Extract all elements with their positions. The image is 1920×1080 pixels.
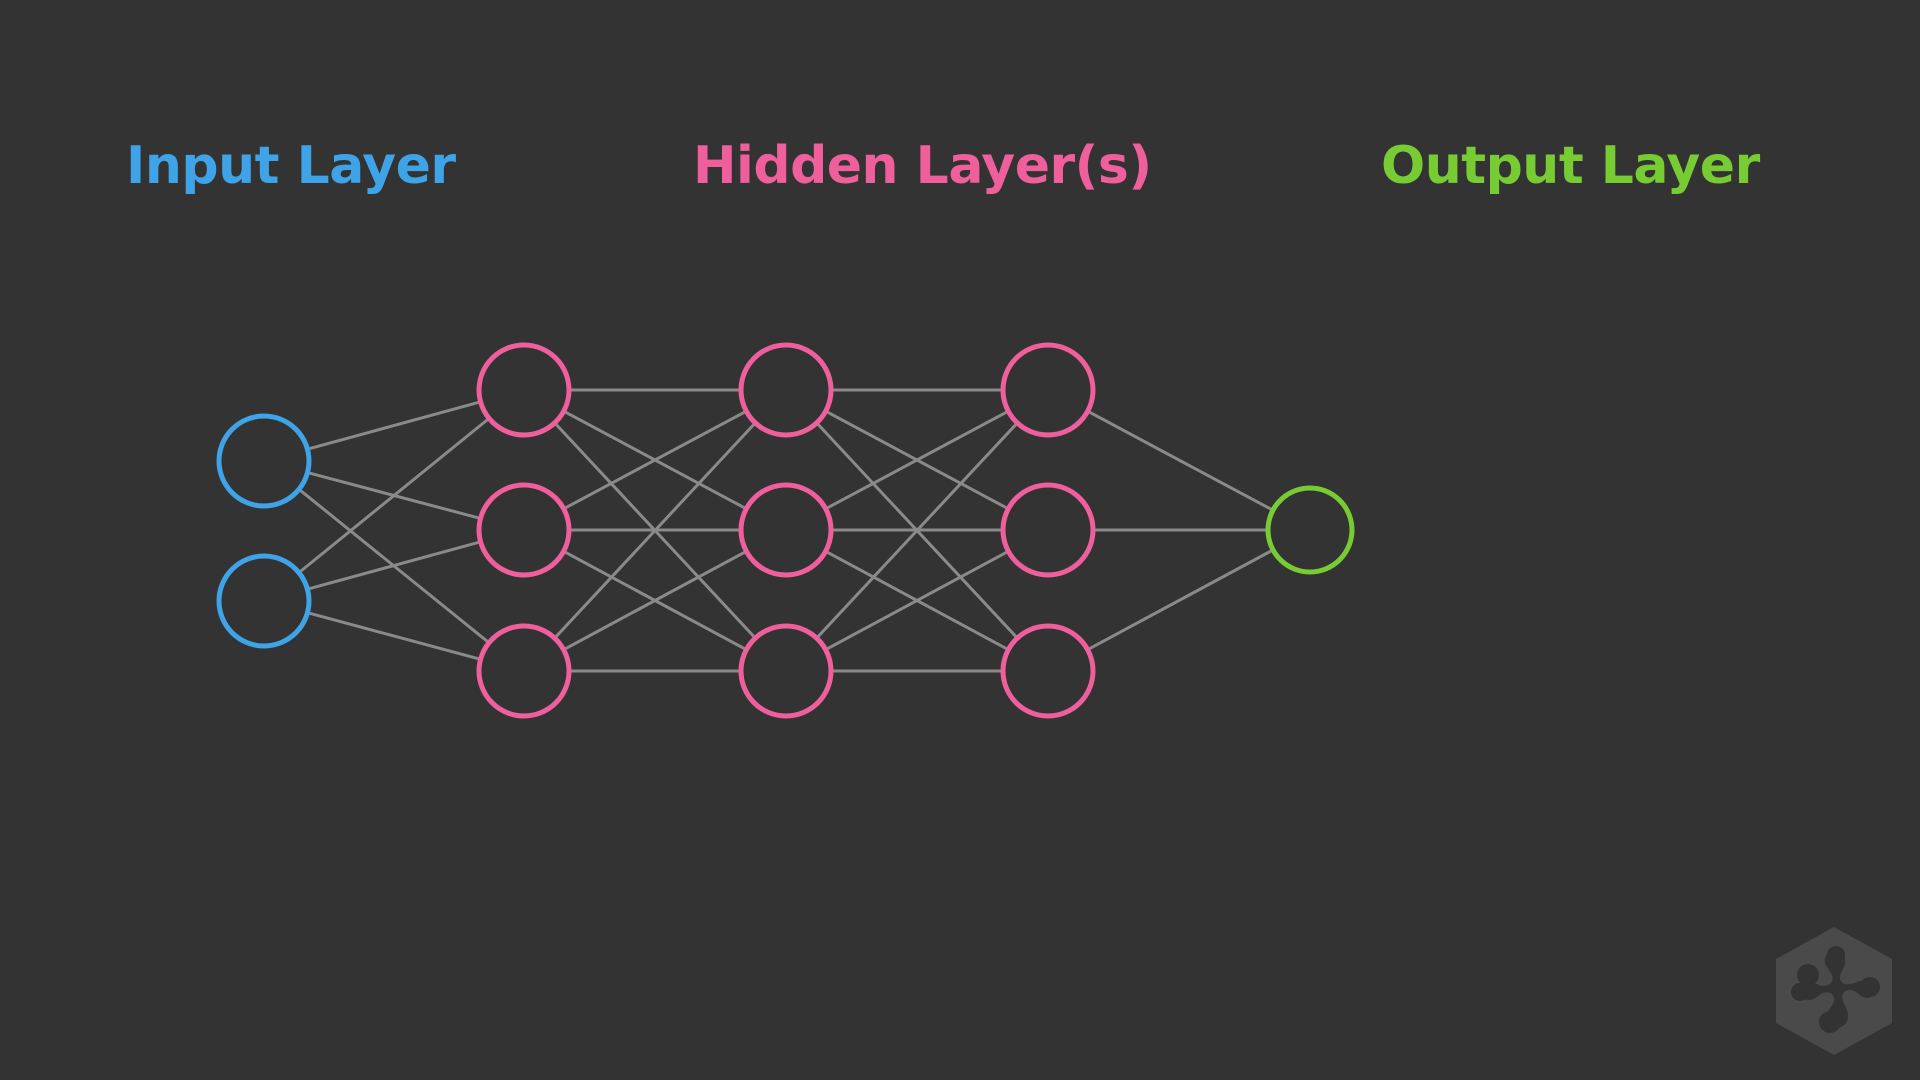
- neuron-hidden-4-1[interactable]: [1000, 342, 1096, 438]
- neuron-input-1-2[interactable]: [216, 553, 312, 649]
- connections-group: [297, 388, 1275, 673]
- connection-line: [562, 549, 748, 652]
- layer-label-input: Input Layer: [126, 136, 456, 196]
- neuron-hidden-3-3[interactable]: [738, 623, 834, 719]
- neuron-hidden-3-2[interactable]: [738, 482, 834, 578]
- connection-line: [297, 416, 491, 575]
- neuron-input-1-1[interactable]: [216, 413, 312, 509]
- layer-label-hidden: Hidden Layer(s): [693, 136, 1152, 196]
- connection-line: [815, 421, 1019, 640]
- neuron-hidden-2-1[interactable]: [476, 342, 572, 438]
- watermark-logo: [1776, 927, 1892, 1055]
- layer-label-output: Output Layer: [1381, 136, 1760, 196]
- connection-line: [824, 549, 1010, 652]
- connection-line: [305, 540, 483, 591]
- connection-line: [553, 421, 757, 640]
- connection-line: [1086, 409, 1275, 512]
- neuron-hidden-4-3[interactable]: [1000, 623, 1096, 719]
- connection-line: [824, 409, 1010, 511]
- neuron-hidden-3-1[interactable]: [738, 342, 834, 438]
- neuron-hidden-2-3[interactable]: [476, 623, 572, 719]
- connection-line: [1086, 548, 1275, 652]
- neuron-output-5-1[interactable]: [1265, 485, 1355, 575]
- neuron-hidden-2-2[interactable]: [476, 482, 572, 578]
- connection-line: [305, 611, 483, 661]
- connection-line: [562, 409, 748, 511]
- neuron-hidden-4-2[interactable]: [1000, 482, 1096, 578]
- neurons-group: [216, 342, 1355, 719]
- neuron-glyph-icon: [1791, 946, 1880, 1033]
- connection-line: [305, 400, 483, 451]
